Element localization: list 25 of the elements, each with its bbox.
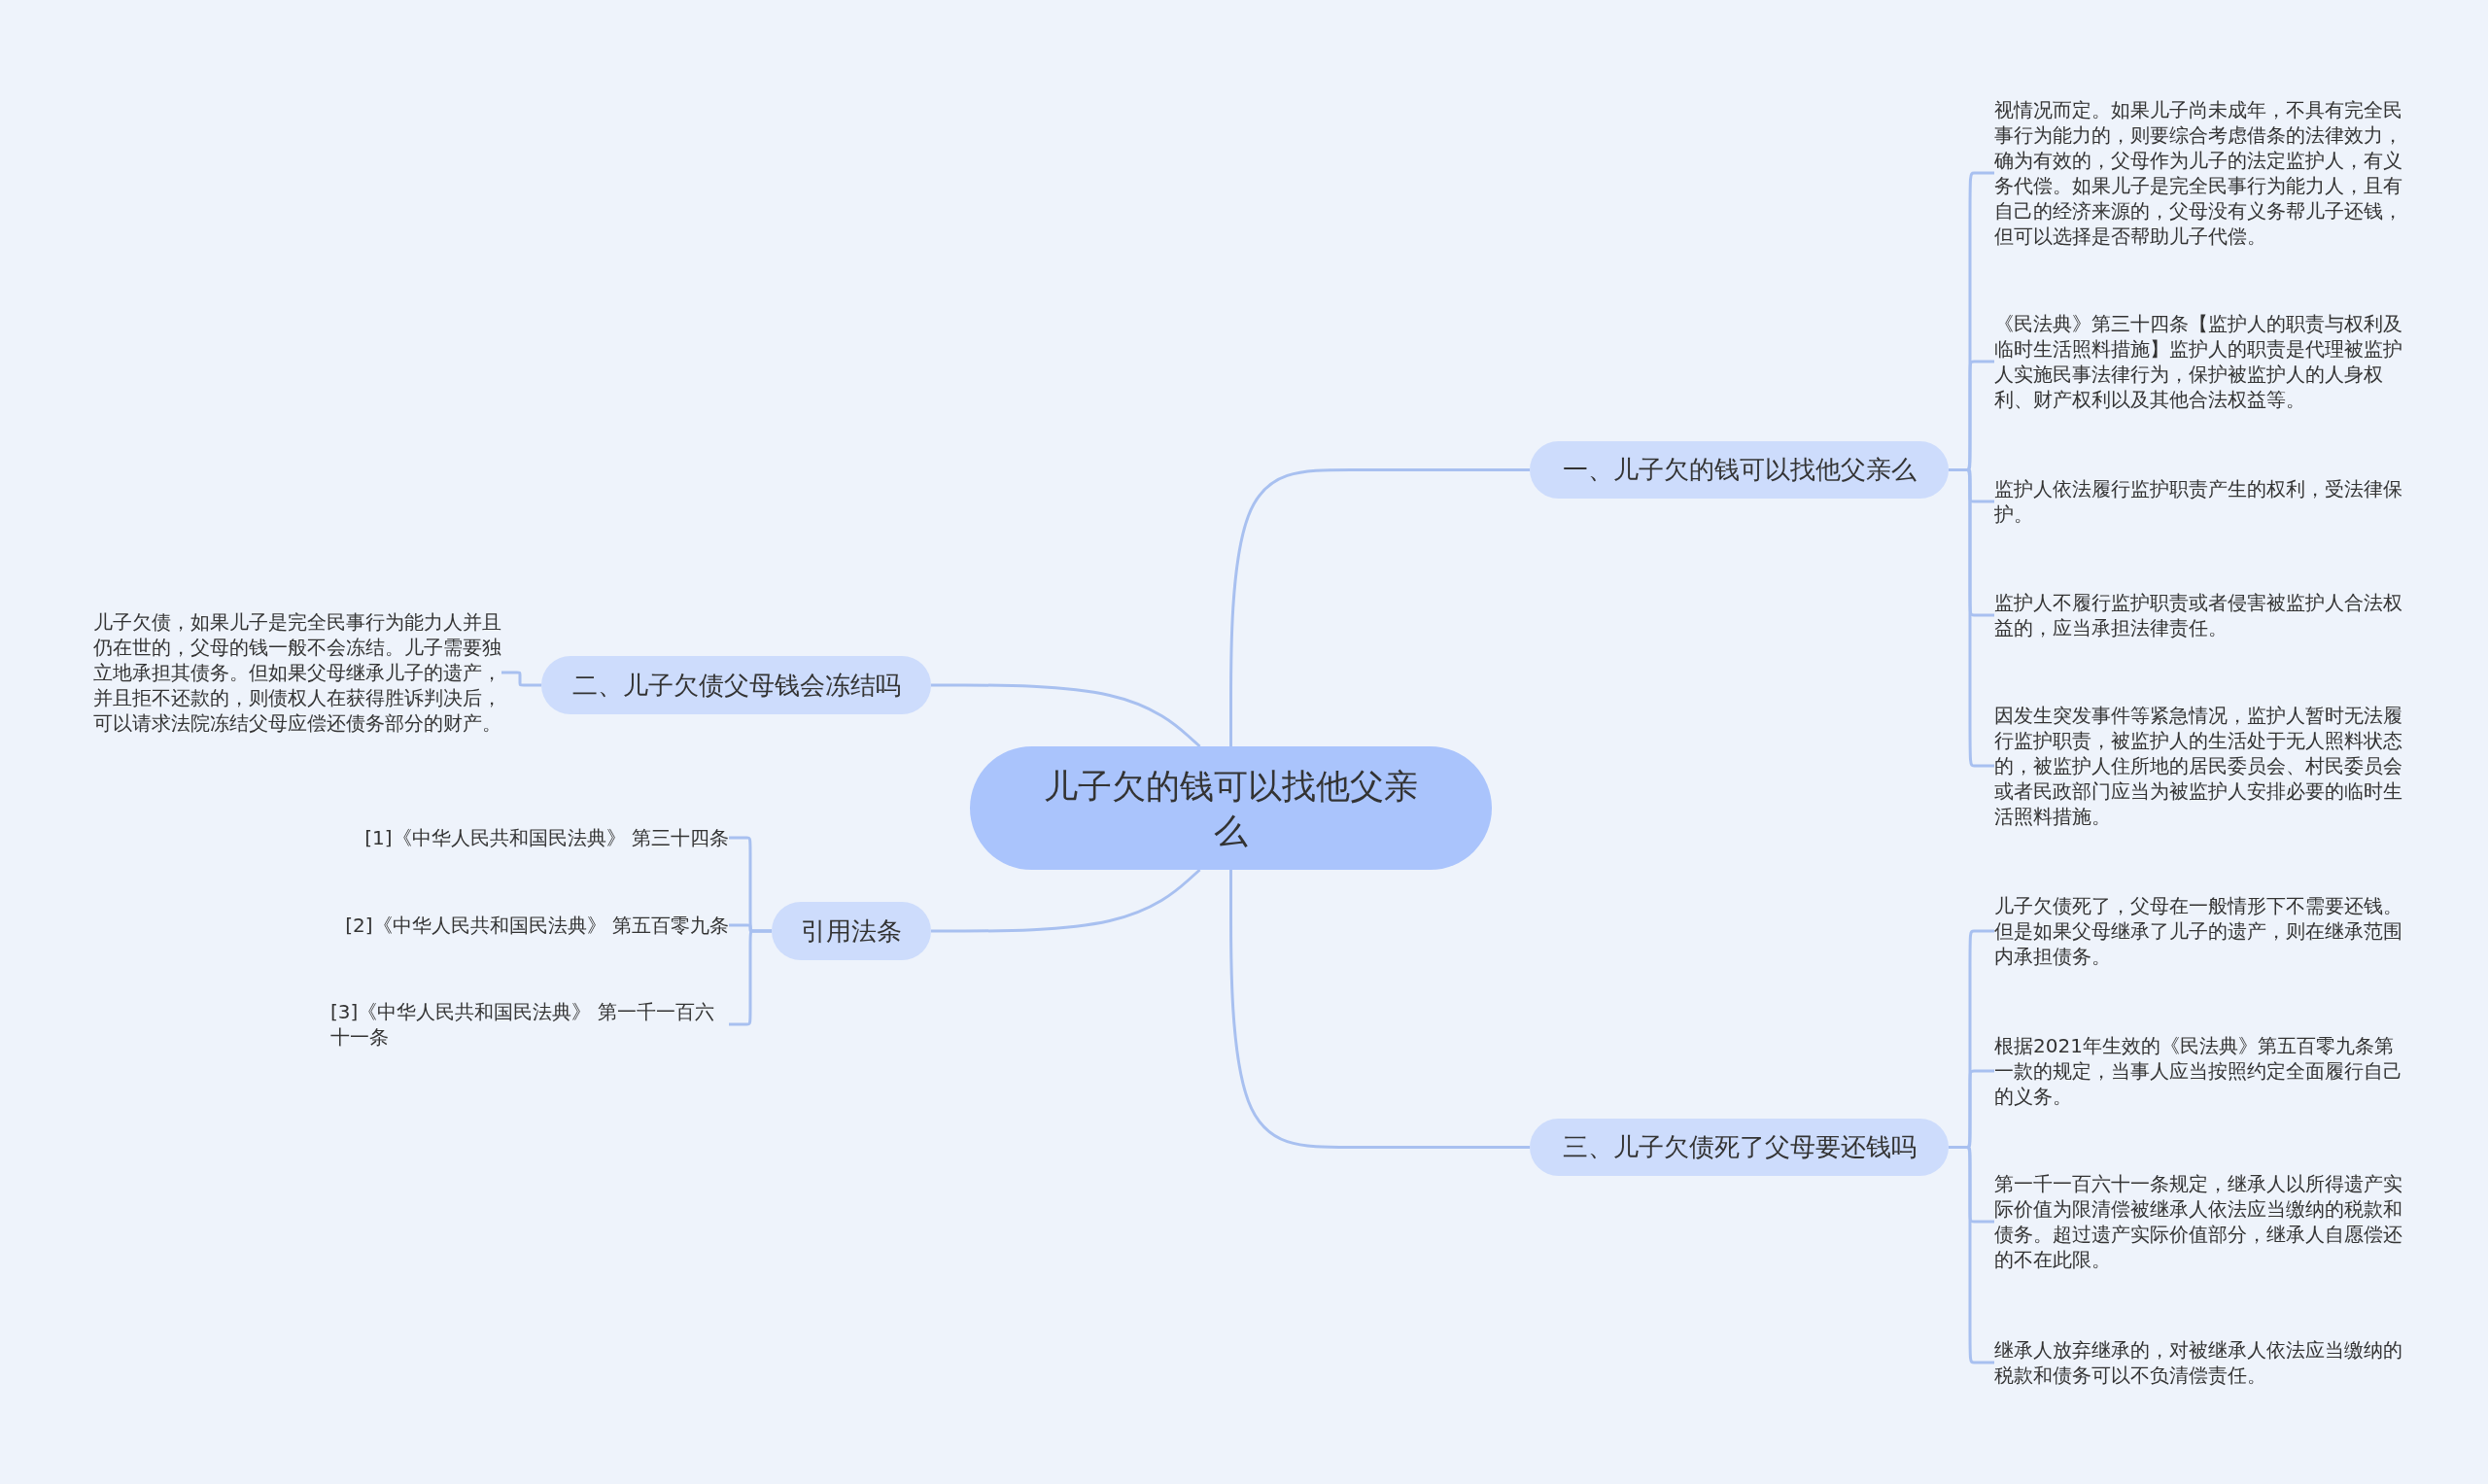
connector-line [501, 671, 541, 687]
connector-line [1229, 870, 1530, 1149]
connector-line [1229, 468, 1530, 746]
citation-text: [3]《中华人民共和国民法典》 第一千一百六十一条 [330, 999, 715, 1050]
subtopic-node [772, 902, 931, 960]
connector-line [931, 683, 1201, 748]
note-text: 监护人依法履行监护职责产生的权利，受法律保护。 [1994, 476, 2402, 527]
note-text: 儿子欠债死了，父母在一般情形下不需要还钱。但是如果父母继承了儿子的遗产，则在继承范围内承担债务。 [1994, 893, 2402, 969]
subtopic-title: 三、儿子欠债死了父母要还钱吗 [1562, 1131, 1917, 1163]
subtopic-title: 一、儿子欠的钱可以找他父亲么 [1562, 454, 1917, 486]
note-text: 因发生突发事件等紧急情况，监护人暂时无法履行监护职责，被监护人的生活处于无人照料状态的，被监护人住所地的居民委员会、村民委员会或者民政部门应当为被监护人安排必要的临时生活照料措施。 [1994, 703, 2402, 829]
subtopic-node [541, 656, 931, 714]
subtopic-title: 引用法条 [801, 915, 902, 948]
note-text: 监护人不履行监护职责或者侵害被监护人合法权益的，应当承担法律责任。 [1994, 590, 2402, 640]
note-text: 根据2021年生效的《民法典》第五百零九条第一款的规定，当事人应当按照约定全面履行自己的义务。 [1994, 1033, 2402, 1109]
citation-text: [1]《中华人民共和国民法典》 第三十四条 [364, 825, 729, 850]
connector-line [931, 868, 1201, 933]
citation-text: [2]《中华人民共和国民法典》 第五百零九条 [345, 913, 729, 938]
note-text: 第一千一百六十一条规定，继承人以所得遗产实际价值为限清偿被继承人依法应当缴纳的税款和债务。超过遗产实际价值部分，继承人自愿偿还的不在此限。 [1994, 1171, 2402, 1272]
note-text: 儿子欠债，如果儿子是完全民事行为能力人并且仍在世的，父母的钱一般不会冻结。儿子需要独立地承担其债务。但如果父母继承儿子的遗产，并且拒不还款的，则债权人在获得胜诉判决后，可以请求法院冻结父母应偿还债务部分的财产。 [93, 609, 501, 736]
central-topic-title: 儿子欠的钱可以找他父亲么 [1043, 765, 1419, 852]
note-text: 继承人放弃继承的，对被继承人依法应当缴纳的税款和债务可以不负清偿责任。 [1994, 1337, 2402, 1388]
note-text: 视情况而定。如果儿子尚未成年，不具有完全民事行为能力的，则要综合考虑借条的法律效力，确为有效的，父母作为儿子的法定监护人，有义务代偿。如果儿子是完全民事行为能力人，且有自己的经济来源的，父母没有义务帮儿子还钱，但可以选择是否帮助儿子代偿。 [1994, 97, 2402, 249]
subtopic-title: 二、儿子欠债父母钱会冻结吗 [571, 669, 901, 702]
note-text: 《民法典》第三十四条【监护人的职责与权利及临时生活照料措施】监护人的职责是代理被监护人实施民事法律行为，保护被监护人的人身权利、财产权利以及其他合法权益等。 [1994, 311, 2402, 412]
